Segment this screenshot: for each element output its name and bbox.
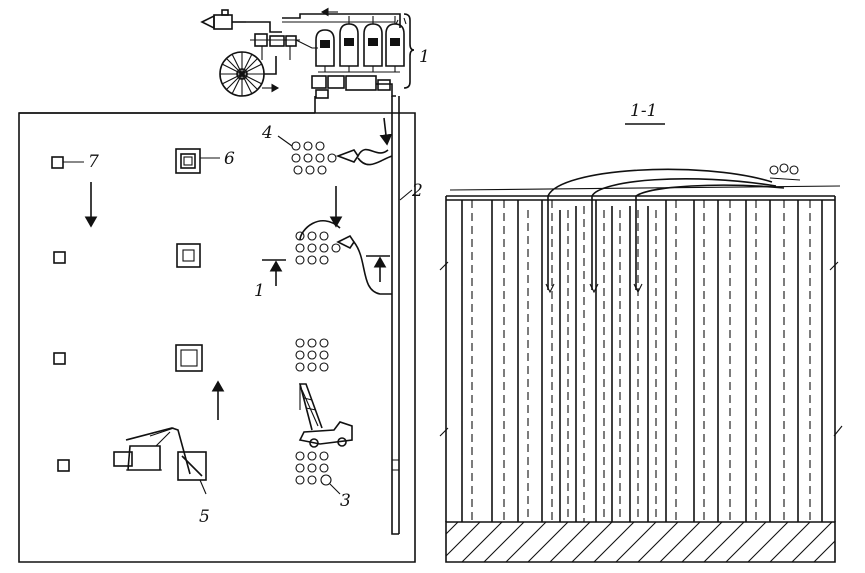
injection-tubes [545, 196, 643, 294]
formwork-pits [175, 148, 203, 372]
excavator-icon [113, 427, 207, 481]
finished-piles [295, 451, 332, 486]
label-section-mark: 1 [254, 281, 265, 301]
label-excavator: 5 [199, 507, 210, 527]
section-title: 1-1 [630, 101, 657, 121]
section-cut-marker [262, 255, 390, 286]
pile-grid [295, 338, 329, 372]
label-equipment: 1 [419, 47, 430, 67]
injection-group-top [291, 141, 393, 175]
equipment-group [200, 7, 415, 99]
crane-truck-icon [298, 383, 353, 448]
marker-pits [51, 156, 70, 472]
bedrock-hatch [445, 521, 836, 563]
pile-columns [461, 200, 823, 522]
cable-reel-icon [219, 51, 277, 97]
site-boundary [18, 112, 416, 563]
compressor-icon [200, 9, 246, 30]
label-pipeline: 2 [411, 181, 423, 201]
plan-view: 2 7 6 [18, 96, 423, 563]
label-formwork-pit: 6 [224, 149, 235, 169]
tank-icon [315, 16, 405, 73]
label-injection: 4 [261, 123, 273, 143]
valve-icons [769, 163, 801, 181]
pipeline [391, 96, 400, 535]
label-finished-piles: 3 [340, 491, 351, 511]
injection-group-bottom [295, 220, 392, 295]
label-marker-pit: 7 [88, 152, 99, 172]
section-view: 1-1 [439, 101, 843, 563]
